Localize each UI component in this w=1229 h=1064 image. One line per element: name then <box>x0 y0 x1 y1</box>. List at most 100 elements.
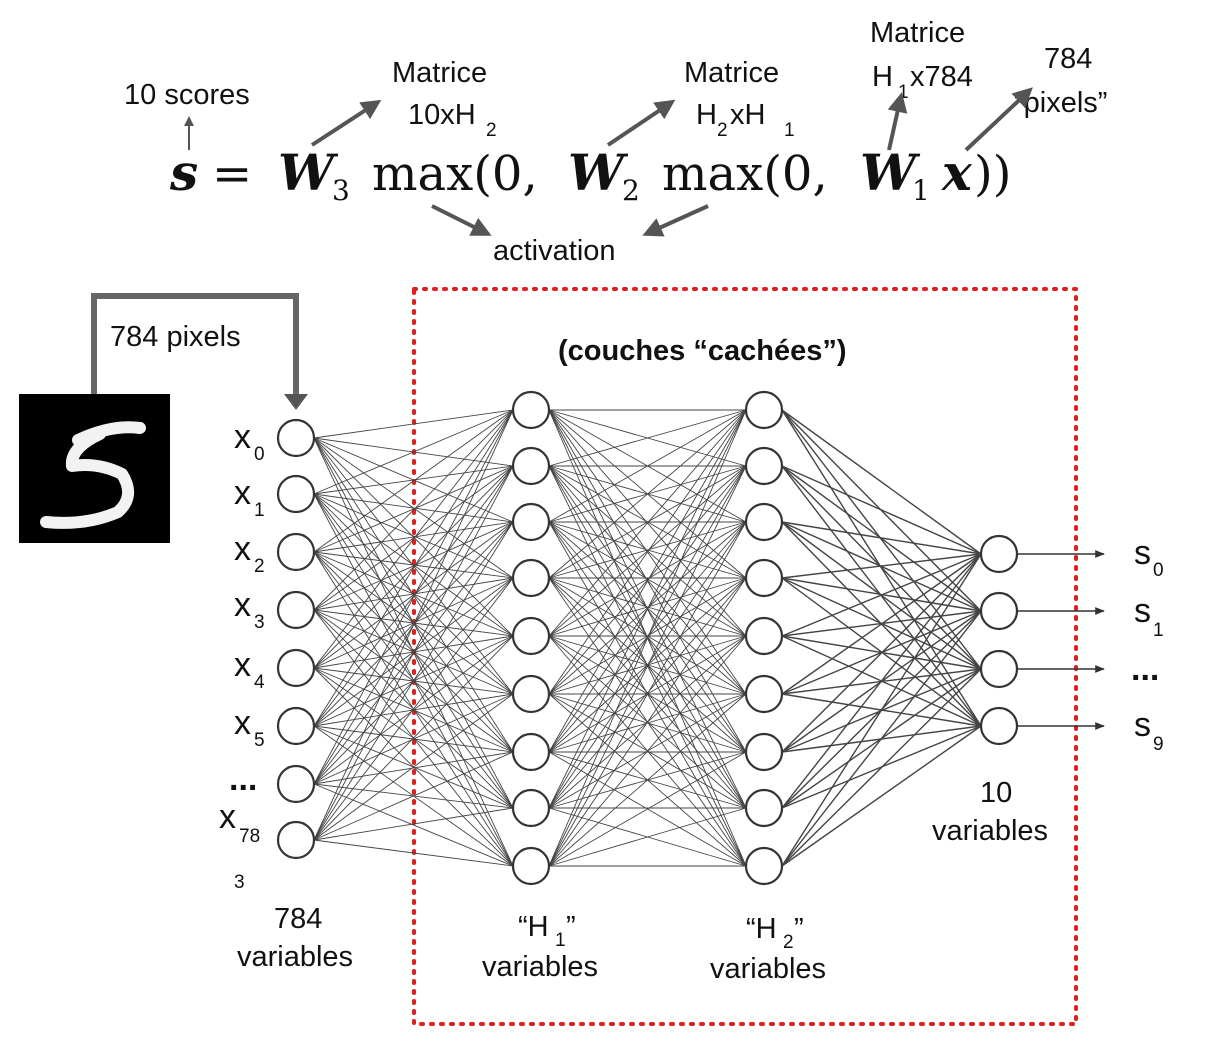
input-label-x2-sub: 2 <box>254 556 265 577</box>
input-neuron-2 <box>276 532 316 572</box>
connection-h1-3-h2-2 <box>548 521 747 579</box>
h1-neuron-1 <box>511 446 551 486</box>
connection-input-7-h1-0 <box>313 409 514 841</box>
connection-h1-5-h2-1 <box>548 465 747 695</box>
h2-neuron-1 <box>744 446 784 486</box>
input-neuron-6 <box>276 764 316 804</box>
output-label-s9-sub: 9 <box>1153 734 1164 755</box>
connection-input-1-h1-0 <box>313 409 514 495</box>
matrice-w2-a: H <box>696 99 717 131</box>
h1-neuron-3 <box>511 558 551 598</box>
connection-input-5-h1-0 <box>313 409 514 727</box>
h2-neuron-0 <box>744 390 784 430</box>
matrice-w2-a-sub: 2 <box>717 120 728 141</box>
h1-neuron-6 <box>511 732 551 772</box>
connection-input-0-h1-0 <box>313 409 514 439</box>
digit-five-stroke <box>40 421 146 529</box>
connection-h1-4-h2-1 <box>548 465 747 637</box>
h1-neuron-2 <box>511 502 551 542</box>
pixels-feed-arrow <box>91 293 299 396</box>
input-label-x3: x <box>234 586 251 624</box>
matrice-w2-arrow <box>606 99 676 147</box>
h1-neuron-7 <box>511 788 551 828</box>
h2-neuron-5 <box>744 674 784 714</box>
matrice-w3-line1: Matrice <box>392 57 487 89</box>
connection-input-7-h1-3 <box>313 577 514 841</box>
connection-h1-8-h2-4 <box>548 635 747 867</box>
connection-input-7-h1-6 <box>313 751 514 841</box>
h2-neuron-3 <box>744 558 784 598</box>
eq-s: s <box>169 143 198 202</box>
input-label-x1: x <box>234 474 251 512</box>
h1-caption-b: ” <box>566 911 576 943</box>
connection-h1-7-h2-3 <box>548 577 747 809</box>
input-label-x4-sub: 4 <box>254 672 265 693</box>
connection-h1-3-h2-1 <box>548 465 747 579</box>
eq-w2-sub: 2 <box>622 174 640 207</box>
matrice-w3-sub: 2 <box>486 120 497 141</box>
input-neuron-5 <box>276 706 316 746</box>
output-label-s1-sub: 1 <box>1153 620 1164 641</box>
matrice-w2-b: xH <box>730 99 765 131</box>
pixels-feed-arrowhead <box>284 394 308 410</box>
connection-input-2-h1-0 <box>313 409 514 553</box>
output-label-s0-sub: 0 <box>1153 560 1164 581</box>
neurons <box>276 390 1019 886</box>
h1-caption-variables: variables <box>482 951 598 983</box>
connection-input-7-h1-4 <box>313 635 514 841</box>
connection-input-3-h1-1 <box>313 465 514 611</box>
input-ellipsis: ... <box>229 760 257 798</box>
connection-input-7-h1-5 <box>313 693 514 841</box>
connection-h1-5-h2-3 <box>548 577 747 695</box>
connection-h1-5-h2-0 <box>548 409 747 695</box>
h2-neuron-7 <box>744 788 784 828</box>
connection-input-4-h1-2 <box>313 521 514 669</box>
h1-caption-sub: 1 <box>555 930 566 951</box>
connection-input-6-h1-4 <box>313 635 514 785</box>
output-neuron-0 <box>979 534 1019 574</box>
connection-input-4-h1-0 <box>313 409 514 669</box>
activation-arrow-left <box>431 204 492 236</box>
matrice-w2-b-sub: 1 <box>784 120 795 141</box>
input-label-x0: x <box>234 418 251 456</box>
connection-h1-8-h2-0 <box>548 409 747 867</box>
h2-neuron-6 <box>744 732 784 772</box>
eq-w2: W <box>568 143 629 202</box>
matrice-w1-line1: Matrice <box>870 17 965 49</box>
matrice-w1-a: H <box>872 61 893 93</box>
eq-w3-sub: 3 <box>332 174 350 207</box>
h1-neuron-5 <box>511 674 551 714</box>
connection-h1-4-h2-0 <box>548 409 747 637</box>
connection-input-7-h1-7 <box>313 807 514 841</box>
output-label-s0: s <box>1134 534 1151 572</box>
input-label-x3-sub: 3 <box>254 612 265 633</box>
h1-caption-a: “H <box>518 911 549 943</box>
connection-h1-4-h2-2 <box>548 521 747 637</box>
connection-input-1-h1-2 <box>313 493 514 523</box>
connection-h2-2-output-0 <box>781 521 982 555</box>
input-label-x2: x <box>234 530 251 568</box>
connection-input-6-h1-8 <box>313 783 514 867</box>
connection-h1-2-h2-0 <box>548 409 747 523</box>
connection-h2-8-output-1 <box>781 610 982 867</box>
h2-neuron-8 <box>744 846 784 886</box>
connection-h2-0-output-0 <box>781 409 982 555</box>
connection-h2-1-output-2 <box>781 465 982 670</box>
connection-h2-8-output-2 <box>781 668 982 867</box>
matrice-w1-b: x784 <box>910 61 973 93</box>
connection-h2-6-output-0 <box>781 553 982 753</box>
connection-h1-8-h2-3 <box>548 577 747 867</box>
matrice-w3-line2: 10xH <box>408 99 476 131</box>
pixels-arrow <box>964 87 1033 152</box>
output-caption-variables: variables <box>932 815 1048 847</box>
connection-h2-7-output-0 <box>781 553 982 809</box>
input-label-x783-sub-b: 3 <box>234 872 245 893</box>
input-label-x783-sub-a: 78 <box>239 826 260 847</box>
connection-input-7-h1-1 <box>313 465 514 841</box>
connection-input-6-h1-0 <box>313 409 514 785</box>
connection-h2-0-output-2 <box>781 409 982 670</box>
connection-h1-8-h2-6 <box>548 751 747 867</box>
connection-input-1-h1-7 <box>313 493 514 809</box>
connection-h2-4-output-0 <box>781 553 982 637</box>
eq-x: x <box>941 143 973 202</box>
